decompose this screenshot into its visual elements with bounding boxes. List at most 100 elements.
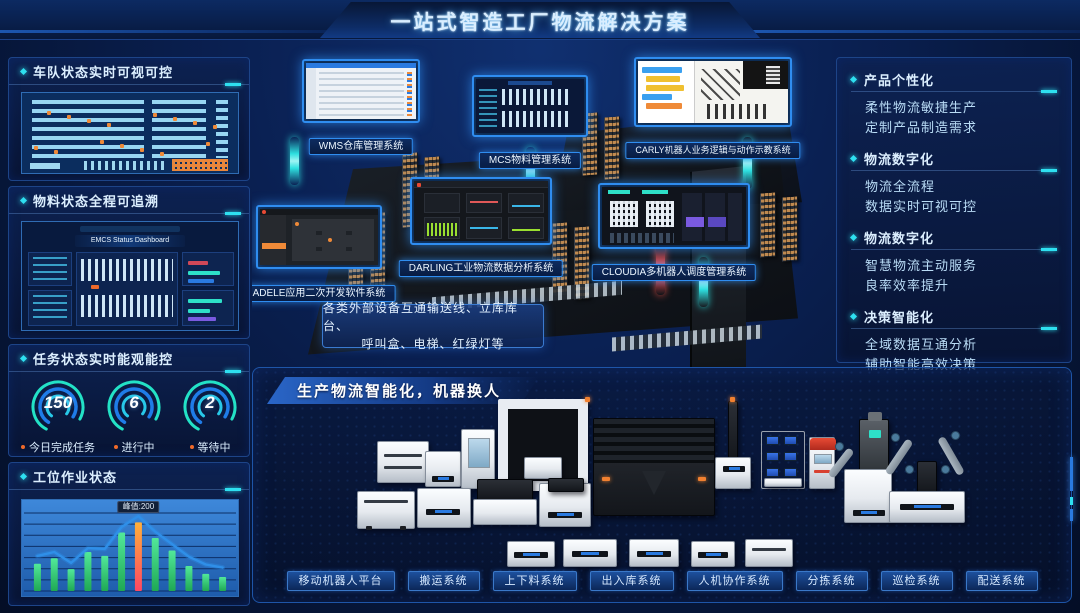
darling-screen (414, 181, 548, 241)
decor (417, 183, 421, 187)
monitor-adele: ADELE应用二次开发软件系统 (252, 205, 396, 302)
decor (81, 259, 173, 281)
robot-head (868, 412, 882, 421)
monitor-darling: DARLING工业物流数据分析系统 (398, 177, 564, 277)
cyan-beam (699, 257, 708, 307)
button-transport-system[interactable]: 搬运系统 (407, 571, 480, 591)
button-mobile-robot-platform[interactable]: 移动机器人平台 (286, 571, 395, 591)
decor (188, 317, 216, 321)
machine-cube (425, 451, 461, 487)
system-label-adele[interactable]: ADELE应用二次开发软件系统 (252, 285, 396, 302)
cyan-beam (526, 147, 535, 195)
orange-dot-icon (189, 445, 194, 449)
arm-joint (891, 433, 900, 442)
decor (594, 419, 714, 463)
section-body: 柔性物流敏捷生产 定制产品制造需求 (851, 92, 1057, 140)
section-line: 定制产品制造需求 (865, 120, 978, 135)
material-panel: 物料状态全程可追溯 EMCS Status Dashboard (8, 186, 250, 339)
monitor-frame (634, 57, 792, 127)
decor (306, 63, 416, 68)
emcs-list-box (28, 252, 72, 286)
system-label-darling[interactable]: DARLING工业物流数据分析系统 (398, 260, 564, 277)
section-header: 物流数字化 (849, 226, 1057, 251)
decor (637, 551, 671, 557)
machine-agv-small (507, 541, 555, 567)
benefits-panel: 产品个性化 柔性物流敏捷生产 定制产品制造需求 物流数字化 物流全流程 数据实时… (836, 57, 1072, 372)
decor (384, 466, 422, 469)
decor (708, 217, 726, 227)
system-label-cloudia[interactable]: CLOUDIA多机器人调度管理系统 (591, 264, 757, 281)
adele-screen (260, 209, 378, 265)
gauge-label: 今日完成任务 (29, 442, 95, 454)
note-line-2: 呼叫盒、电梯、红绿灯等 (361, 337, 505, 351)
vehicle-dot (173, 117, 177, 121)
decor (900, 504, 954, 510)
decor (548, 512, 582, 518)
diamond-bullet-icon (19, 472, 28, 480)
category-buttons-row: 移动机器人平台 搬运系统 上下料系统 出入库系统 人机协作系统 分拣系统 巡检系… (253, 571, 1071, 591)
emcs-list-box (28, 290, 72, 326)
task-panel: 任务状态实时能观能控 150 今日完成任务 6 进行中 (8, 344, 250, 457)
button-loading-system[interactable]: 上下料系统 (492, 571, 577, 591)
orange-dot-icon (113, 445, 118, 449)
fleet-panel-header: 车队状态实时可视可控 (9, 58, 249, 86)
machine-workstation (473, 479, 537, 527)
cyan-beam (290, 137, 299, 185)
emcs-rack-map (76, 252, 178, 326)
decor (468, 438, 490, 468)
decor (707, 104, 767, 119)
gauge-value: 2 (205, 393, 215, 412)
storage-rack (760, 192, 776, 258)
title-bar: 一站式智造工厂物流解决方案 (0, 0, 1080, 40)
decor (698, 552, 728, 558)
section-line: 数据实时可视可控 (865, 199, 978, 214)
monitor-frame (472, 75, 588, 137)
decor (414, 181, 548, 188)
system-label-mcs[interactable]: MCS物料管理系统 (478, 152, 582, 169)
decor (260, 215, 286, 265)
station-panel-header: 工位作业状态 (9, 463, 249, 491)
decor (752, 548, 786, 551)
mcs-screen (476, 79, 584, 133)
decor (646, 103, 682, 109)
system-label-carly[interactable]: CARLY机器人业务逻辑与动作示教系统 (625, 142, 801, 159)
monitor-frame (302, 59, 420, 123)
diamond-bullet-icon (849, 75, 858, 84)
bin (766, 468, 779, 477)
gauge-arcs-icon (183, 380, 237, 434)
machine-loader (377, 441, 429, 483)
button-warehouse-io-system[interactable]: 出入库系统 (589, 571, 674, 591)
equipment-panel: 生产物流智能化，机器换人 (252, 367, 1073, 603)
button-human-robot-collab-system[interactable]: 人机协作系统 (686, 571, 783, 591)
decor (514, 552, 548, 558)
decor (642, 94, 672, 100)
station-bar-chart: 峰值:200 (21, 499, 239, 597)
decor (306, 68, 316, 119)
carly-screen (638, 61, 788, 123)
diamond-bullet-icon (19, 67, 28, 75)
button-delivery-system[interactable]: 配送系统 (965, 571, 1038, 591)
section-line: 物流全流程 (865, 179, 936, 194)
machine-arm-agv (827, 442, 892, 523)
vehicle-dot (67, 115, 71, 119)
emcs-topbar (80, 226, 180, 232)
system-label-wms[interactable]: WMS仓库管理系统 (308, 138, 414, 155)
section-header: 决策智能化 (849, 305, 1057, 330)
fleet-panel-title: 车队状态实时可视可控 (33, 64, 174, 80)
machine-agv-small (691, 541, 735, 567)
vehicle-dot (54, 150, 58, 154)
gauge-label: 等待中 (197, 442, 231, 454)
gauge-in-progress: 6 进行中 (99, 377, 169, 454)
button-inspection-system[interactable]: 巡检系统 (880, 571, 953, 591)
decor (646, 85, 684, 91)
vehicle-dot (213, 125, 217, 129)
fleet-buffer-grid (172, 159, 228, 171)
monitor-frame (598, 183, 750, 249)
section-product: 产品个性化 柔性物流敏捷生产 定制产品制造需求 (849, 68, 1057, 140)
machine-dual-arm-robot (884, 431, 965, 525)
decor (319, 72, 404, 116)
button-sorting-system[interactable]: 分拣系统 (795, 571, 868, 591)
decor (512, 229, 540, 231)
vehicle-dot (34, 146, 38, 150)
